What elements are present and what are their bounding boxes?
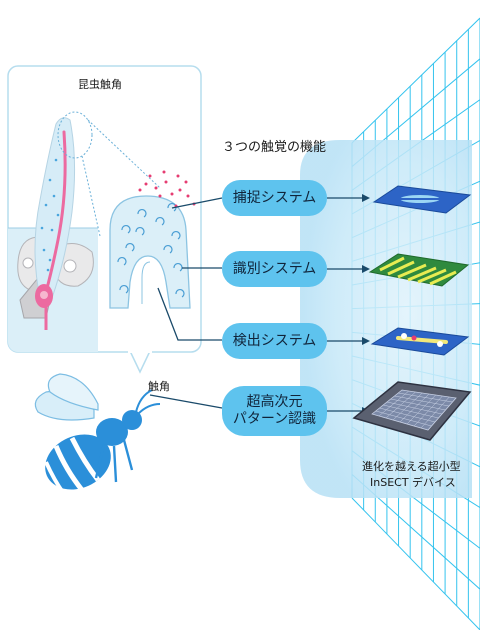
connector-capture [171, 197, 223, 209]
chip-grid-line [406, 394, 436, 425]
pore-dot [50, 228, 54, 232]
pore-dot [40, 226, 44, 230]
arrowhead-identify [362, 265, 370, 273]
antenna-label: 触角 [148, 380, 170, 393]
bee-illustration [34, 373, 161, 496]
odor-molecule [178, 188, 182, 192]
odor-molecule [144, 182, 148, 186]
detect-system-pill: 検出システム [222, 323, 327, 359]
receptor-protein [155, 216, 165, 226]
odor-molecule [138, 188, 142, 192]
pore-dot [42, 248, 46, 252]
hair-tip-magnified [109, 195, 191, 309]
antenna-panel [7, 65, 202, 374]
pore-dot [56, 213, 60, 217]
chip-grid-line [399, 393, 430, 423]
identify-system-pill: 識別システム [222, 251, 327, 287]
device-detect [370, 327, 470, 356]
pattern-recognition-pill: 超高次元 パターン認識 [222, 386, 327, 436]
pattern-recognition-line1: 超高次元 [246, 394, 303, 410]
odor-molecule [184, 180, 188, 184]
device-identify [368, 253, 470, 287]
chip-grid-line [398, 392, 453, 403]
bee-antenna-right [137, 403, 161, 415]
panel-tail [129, 350, 151, 374]
receptor-protein [173, 262, 183, 272]
bee-thorax [96, 418, 128, 446]
receptor-protein [175, 288, 185, 298]
grid-line-horizontal [351, 17, 480, 144]
odor-molecule [170, 192, 174, 196]
chip-grid-line [420, 396, 450, 429]
odor-molecule [176, 174, 180, 178]
odor-molecule [154, 186, 158, 190]
capture-system-pill: 捕捉システム [222, 180, 327, 216]
odor-molecule [186, 194, 190, 198]
device-chip [352, 381, 472, 441]
device-capture [372, 185, 472, 214]
bee-wing-front [47, 373, 99, 411]
odor-molecule [148, 174, 152, 178]
zoom-line-bottom [81, 155, 101, 237]
receptor-protein [137, 208, 147, 218]
pore-dot [48, 178, 52, 182]
receptor-protein [171, 230, 181, 240]
arrowhead-capture [362, 194, 370, 202]
receptor-protein [135, 226, 145, 236]
capture-system-label: 捕捉システム [232, 189, 317, 206]
dendrite [44, 130, 67, 294]
pattern-recognition-line2: パターン認識 [232, 411, 317, 427]
receptor-protein [163, 244, 173, 254]
zoom-circle [57, 111, 93, 159]
panel-title: 昆虫触角 [78, 78, 122, 91]
pore-dot [52, 194, 56, 198]
grid-line-horizontal [351, 497, 480, 630]
pore-dot [48, 258, 52, 262]
device-caption-line2: InSECT デバイス [370, 476, 456, 489]
bee-legs [94, 439, 134, 483]
receptor-protein [125, 242, 135, 252]
functions-heading: ３つの触覚の機能 [222, 140, 327, 155]
receptor-protein [119, 284, 129, 294]
pore-dot [44, 203, 48, 207]
zoom-line-top [87, 119, 161, 189]
bee-antenna-left [135, 389, 153, 413]
receptor-protein [117, 256, 127, 266]
receptor-protein [167, 202, 177, 212]
detect-system-label: 検出システム [232, 332, 317, 349]
chip-grid-line [394, 395, 450, 407]
chip-grid-line [413, 395, 443, 427]
chip-grid-line [390, 398, 446, 411]
arrowhead-detect [362, 337, 370, 345]
identify-system-label: 識別システム [232, 260, 317, 277]
device-caption-line1: 進化を越える超小型 [362, 460, 461, 473]
pore-dot [46, 268, 50, 272]
connectors [149, 197, 362, 412]
connector-detect [157, 287, 222, 341]
receptor-protein [121, 224, 131, 234]
connector-pattern [149, 394, 223, 409]
bee-head [122, 410, 142, 430]
odor-molecule [164, 180, 168, 184]
odor-molecule [162, 170, 166, 174]
odor-molecule [158, 194, 162, 198]
pore-dot [54, 158, 58, 162]
